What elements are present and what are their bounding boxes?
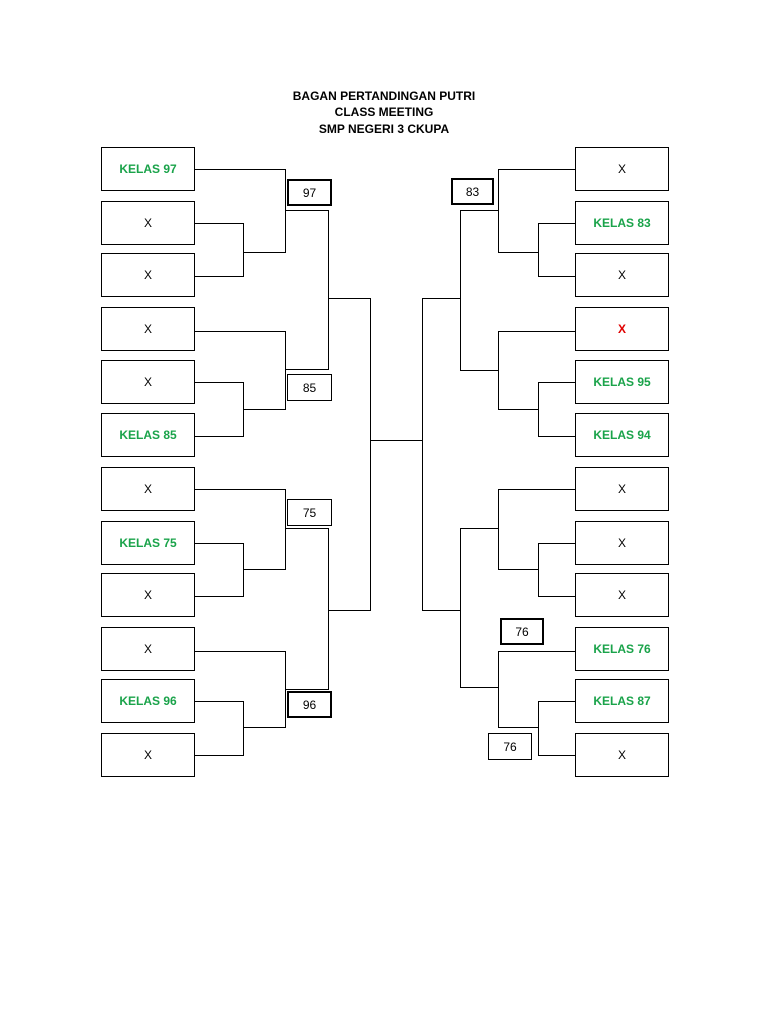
right-connector bbox=[498, 489, 499, 570]
right-connector bbox=[498, 169, 575, 170]
right-connector bbox=[538, 701, 575, 702]
right-team-6: KELAS 94 bbox=[575, 413, 669, 457]
right-connector bbox=[498, 331, 575, 332]
left-team-3: X bbox=[101, 253, 195, 297]
left-connector bbox=[328, 528, 329, 690]
left-connector bbox=[195, 489, 285, 490]
right-score-4b: 76 bbox=[488, 733, 532, 760]
right-connector bbox=[460, 370, 498, 371]
right-connector bbox=[498, 169, 499, 253]
right-connector bbox=[422, 298, 423, 611]
left-connector bbox=[328, 298, 370, 299]
bracket-title-line-1: BAGAN PERTANDINGAN PUTRI bbox=[292, 89, 476, 103]
right-team-10: KELAS 76 bbox=[575, 627, 669, 671]
right-connector bbox=[498, 569, 538, 570]
left-connector bbox=[195, 651, 285, 652]
left-connector bbox=[243, 569, 285, 570]
right-connector bbox=[538, 223, 539, 277]
right-connector bbox=[498, 489, 575, 490]
left-connector bbox=[195, 331, 285, 332]
left-connector bbox=[243, 727, 285, 728]
right-team-9: X bbox=[575, 573, 669, 617]
right-team-2: KELAS 83 bbox=[575, 201, 669, 245]
right-connector bbox=[498, 651, 575, 652]
bracket-title-line-3: SMP NEGERI 3 CKUPA bbox=[318, 122, 450, 136]
right-connector bbox=[498, 651, 499, 728]
left-connector bbox=[285, 528, 328, 529]
left-connector bbox=[195, 276, 243, 277]
right-connector bbox=[538, 436, 575, 437]
left-connector bbox=[195, 382, 243, 383]
right-score-4a: 76 bbox=[500, 618, 544, 645]
right-team-3: X bbox=[575, 253, 669, 297]
final-connector bbox=[370, 440, 422, 441]
right-connector bbox=[538, 543, 539, 597]
left-connector bbox=[285, 369, 328, 370]
right-team-12: X bbox=[575, 733, 669, 777]
left-connector bbox=[243, 252, 285, 253]
left-connector bbox=[328, 210, 329, 370]
left-connector bbox=[243, 409, 285, 410]
right-connector bbox=[538, 701, 539, 756]
right-connector bbox=[538, 382, 575, 383]
right-connector bbox=[460, 687, 498, 688]
left-team-11: KELAS 96 bbox=[101, 679, 195, 723]
left-team-10: X bbox=[101, 627, 195, 671]
left-connector bbox=[243, 701, 244, 756]
right-connector bbox=[538, 223, 575, 224]
right-team-8: X bbox=[575, 521, 669, 565]
left-connector bbox=[195, 701, 243, 702]
left-team-8: KELAS 75 bbox=[101, 521, 195, 565]
right-team-7: X bbox=[575, 467, 669, 511]
right-connector bbox=[460, 210, 461, 371]
left-connector bbox=[285, 331, 286, 410]
left-connector bbox=[243, 223, 244, 277]
right-connector bbox=[538, 543, 575, 544]
left-team-4: X bbox=[101, 307, 195, 351]
right-connector bbox=[460, 528, 461, 688]
left-team-1: KELAS 97 bbox=[101, 147, 195, 191]
left-connector bbox=[285, 489, 286, 570]
left-score-2: 85 bbox=[287, 374, 332, 401]
left-score-4: 96 bbox=[287, 691, 332, 718]
left-connector bbox=[195, 223, 243, 224]
left-team-2: X bbox=[101, 201, 195, 245]
right-connector bbox=[460, 210, 498, 211]
right-connector bbox=[538, 276, 575, 277]
left-score-1: 97 bbox=[287, 179, 332, 206]
left-connector bbox=[243, 543, 244, 597]
right-team-5: KELAS 95 bbox=[575, 360, 669, 404]
left-connector bbox=[195, 436, 243, 437]
left-team-6: KELAS 85 bbox=[101, 413, 195, 457]
right-score-1: 83 bbox=[451, 178, 494, 205]
right-connector bbox=[422, 298, 460, 299]
left-connector bbox=[195, 596, 243, 597]
left-score-3: 75 bbox=[287, 499, 332, 526]
right-connector bbox=[498, 409, 538, 410]
left-connector bbox=[195, 169, 285, 170]
right-connector bbox=[538, 382, 539, 437]
right-connector bbox=[498, 252, 538, 253]
right-connector bbox=[422, 610, 460, 611]
left-connector bbox=[285, 169, 286, 253]
right-connector bbox=[498, 727, 538, 728]
right-team-4: X bbox=[575, 307, 669, 351]
left-connector bbox=[285, 210, 328, 211]
left-team-9: X bbox=[101, 573, 195, 617]
left-connector bbox=[285, 689, 328, 690]
left-connector bbox=[195, 755, 243, 756]
bracket-title-line-2: CLASS MEETING bbox=[334, 105, 434, 119]
right-team-1: X bbox=[575, 147, 669, 191]
right-connector bbox=[538, 596, 575, 597]
right-connector bbox=[498, 331, 499, 410]
left-team-5: X bbox=[101, 360, 195, 404]
left-team-7: X bbox=[101, 467, 195, 511]
left-connector bbox=[370, 298, 371, 611]
right-connector bbox=[460, 528, 498, 529]
left-connector bbox=[328, 610, 370, 611]
right-connector bbox=[538, 755, 575, 756]
right-team-11: KELAS 87 bbox=[575, 679, 669, 723]
left-team-12: X bbox=[101, 733, 195, 777]
left-connector bbox=[195, 543, 243, 544]
